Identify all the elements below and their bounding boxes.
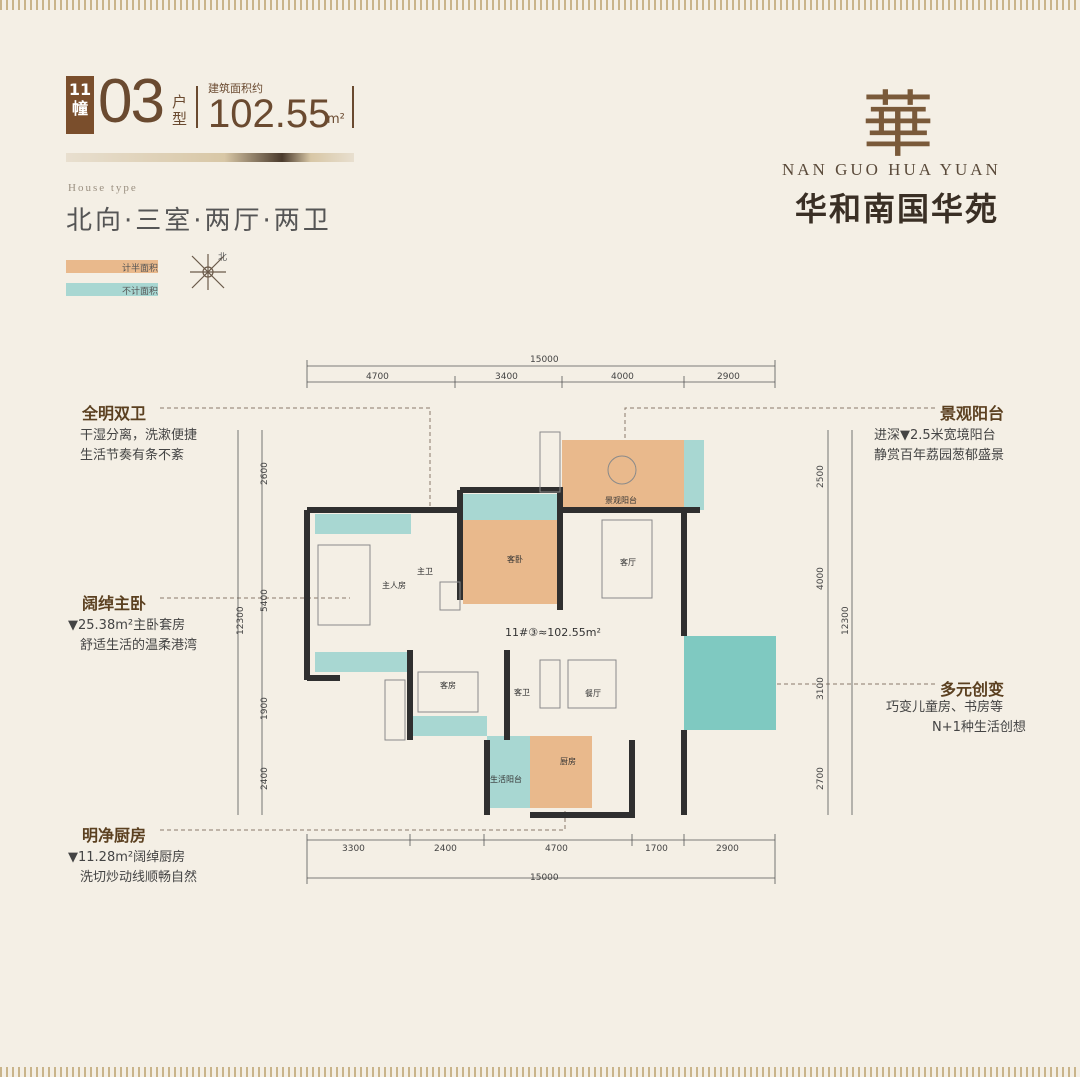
legend-excluded-swatch [66,283,158,296]
guest-window [412,716,487,736]
callout-master-line1: ▼25.38m²主卧套房 [68,618,186,633]
scenic-balcony-glass [684,440,704,510]
dim-left-2: 5400 [260,589,270,612]
dim-top-3: 4000 [611,372,634,382]
building-badge: 11幢 [66,76,94,134]
gold-ribbon [66,153,354,162]
master-closet-window [315,652,407,672]
brand-name-cn: 华和南国华苑 [795,190,1000,228]
area-unit: m² [327,112,345,127]
dim-right-total: 12300 [841,606,851,635]
dim-top-4: 2900 [717,372,740,382]
callout-kitchen-title: 明净厨房 [82,826,147,845]
callout-balcony-line2: 静赏百年荔园葱郁盛景 [874,448,1005,463]
legend-half-swatch [66,260,158,273]
dim-top-1: 4700 [366,372,389,382]
room-label-guest-room: 客房 [440,680,456,690]
legend-excluded-label: 不计面积 [122,287,159,297]
divider [352,86,354,128]
dim-bottom-5: 2900 [716,844,739,854]
callout-master-title: 阔绰主卧 [82,594,147,613]
dim-bottom-total: 15000 [530,873,559,883]
dimension-labels: 15000 4700 3400 4000 2900 3300 2400 4700… [236,355,851,883]
second-bedroom-area [463,520,560,604]
dim-bottom-4: 1700 [645,844,668,854]
room-label-master: 主人房 [382,580,406,590]
callout-kitchen-line1: ▼11.28m²阔绰厨房 [68,850,186,865]
dim-bottom-1: 3300 [342,844,365,854]
orientation-summary: 北向·三室·两厅·两卫 [66,206,332,236]
unit-word: 户型 [172,93,188,128]
room-label-kitchen: 厨房 [560,756,576,766]
room-label-balcony: 景观阳台 [605,495,637,505]
north-label: 北 [218,253,228,263]
unit-number: 03 [98,67,165,136]
dim-top-2: 3400 [495,372,518,382]
room-label-living: 客厅 [620,557,636,567]
service-balcony-area [487,736,530,808]
dim-right-3: 3100 [816,677,826,700]
dim-right-1: 2500 [816,465,826,488]
dim-right-4: 2700 [816,767,826,790]
dim-right-2: 4000 [816,567,826,590]
dim-left-total: 12300 [236,606,246,635]
dim-bottom-3: 4700 [545,844,568,854]
callout-flex-line2: N+1种生活创想 [932,720,1026,735]
dim-left-4: 2400 [260,767,270,790]
callout-master-line2: 舒适生活的温柔港湾 [80,638,198,653]
brand-name-en: NAN GUO HUA YUAN [782,160,1001,179]
master-window [315,514,411,534]
flex-balcony-area [684,636,776,730]
callout-bath-line1: 干湿分离，洗漱便捷 [80,428,198,443]
brand-logo-glyph: 華 [862,83,935,167]
callout-bath-line2: 生活节奏有条不紊 [80,448,185,463]
room-label-dining: 餐厅 [585,689,601,698]
scenic-balcony-area [562,440,684,510]
callout-flex-line1: 巧变儿童房、书房等 [886,700,1004,715]
callout-balcony-line1: 进深▼2.5米宽境阳台 [874,428,996,443]
dimension-lines [237,360,853,884]
room-labels: 景观阳台 客卧 客厅 主人房 主卫 客房 客卫 餐厅 厨房 生活阳台 [382,495,637,784]
legend-half-label: 计半面积 [122,264,159,274]
decorative-top-border [0,0,1080,10]
plan-total-area: 11#③≈102.55m² [505,626,601,639]
divider [196,86,198,128]
area-caption: 建筑面积约 [208,82,263,95]
decorative-bottom-border [0,1067,1080,1077]
fixtures [317,431,653,741]
room-label-master-bath: 主卫 [417,566,433,576]
compass-icon [190,254,226,290]
room-label-second-bedroom: 客卧 [507,554,523,564]
dim-bottom-2: 2400 [434,844,457,854]
room-label-service-balcony: 生活阳台 [490,774,522,784]
area-value: 102.55 [208,92,331,136]
callout-balcony-title: 景观阳台 [940,404,1005,423]
dim-left-1: 2600 [260,462,270,485]
house-type-label: House type [68,182,138,194]
callout-kitchen-line2: 洗切炒动线顺畅自然 [80,870,198,885]
callout-flex-title: 多元创变 [940,680,1005,699]
dim-top-total: 15000 [530,355,559,365]
callout-bath-title: 全明双卫 [82,404,147,423]
room-label-guest-bath: 客卫 [514,687,530,697]
dim-left-3: 1900 [260,697,270,720]
second-bedroom-window [463,494,560,520]
